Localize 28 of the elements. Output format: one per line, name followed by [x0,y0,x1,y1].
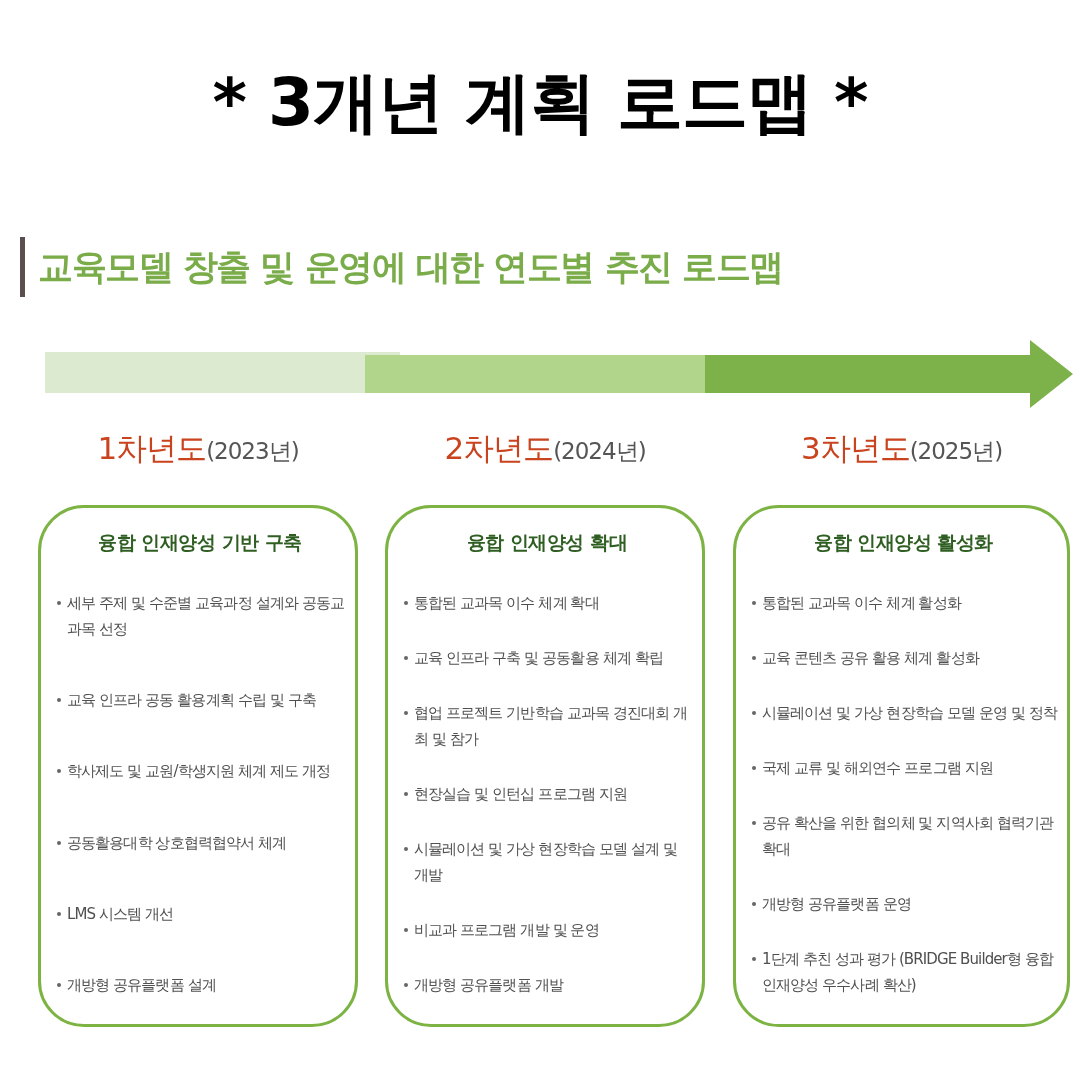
list-item-text: 현장실습 및 인턴십 프로그램 지원 [414,783,627,805]
list-item-text: 시뮬레이션 및 가상 현장학습 모델 설계 및 개발 [414,838,678,886]
list-item-text: 교육 인프라 공동 활용계획 수립 및 구축 [67,690,316,712]
box-heading: 융합 인재양성 기반 구축 [98,530,302,555]
year-heading: 2차년도(2024년) [444,429,646,468]
list-item-text: 1단계 추친 성과 평가 (BRIDGE Builder형 융합인재양성 우수사례 확산) [762,948,1055,996]
list-item-text: 교육 콘텐츠 공유 활용 체계 활성화 [762,647,979,669]
year-heading: 3차년도(2025년) [800,429,1003,468]
list-item-text: 개방형 공유플랫폼 운영 [762,893,911,915]
page-title: * 3개년 계획 로드맵 * [212,63,868,143]
section-heading: 교육모델 창출 및 운영에 대한 연도별 추진 로드맵 [38,246,783,289]
box-heading: 융합 인재양성 확대 [466,530,628,555]
list-item-text: 국제 교류 및 해외연수 프로그램 지원 [762,757,993,779]
list-item-text: 협업 프로젝트 기반학습 교과목 경진대회 개최 및 참가 [414,702,689,750]
list-item-text: 시뮬레이션 및 가상 현장학습 모델 운영 및 정착 [762,702,1057,724]
list-item-text: LMS 시스템 개선 [67,903,174,925]
list-item-text: 공유 확산을 위한 협의체 및 지역사회 협력기관 확대 [762,812,1055,860]
list-item-text: 통합된 교과목 이수 체계 활성화 [762,593,961,614]
list-item-text: 공동활용대학 상호협력협약서 체계 [67,832,287,854]
list-item-text: 개방형 공유플랫폼 설계 [67,974,216,996]
year-heading: 1차년도(2023년) [97,429,299,468]
list-item-text: 비교과 프로그램 개발 및 운영 [414,919,599,941]
list-item-text: 개방형 공유플랫폼 개발 [414,974,563,996]
list-item-text: 세부 주제 및 수준별 교육과정 설계와 공동교과목 선정 [67,593,345,641]
list-item-text: 통합된 교과목 이수 체계 확대 [414,593,599,614]
box-heading: 융합 인재양성 활성화 [814,530,993,555]
list-item-text: 학사제도 및 교원/학생지원 체계 제도 개정 [67,761,331,783]
list-item-text: 교육 인프라 구축 및 공동활용 체계 확립 [414,647,663,669]
